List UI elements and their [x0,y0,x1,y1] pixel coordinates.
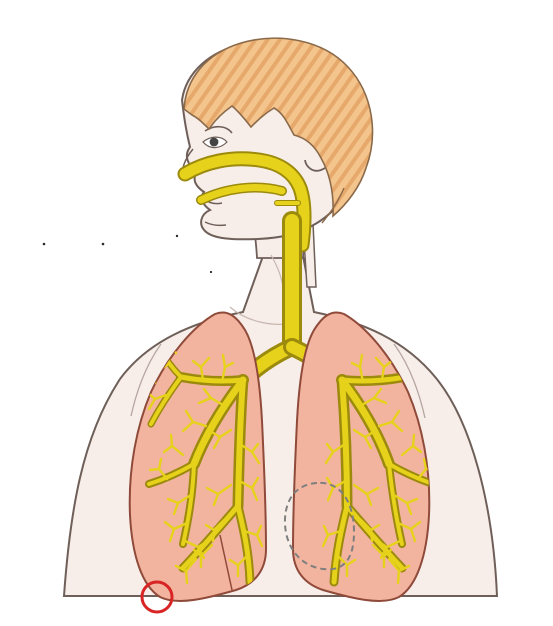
eye-pupil [210,138,219,147]
